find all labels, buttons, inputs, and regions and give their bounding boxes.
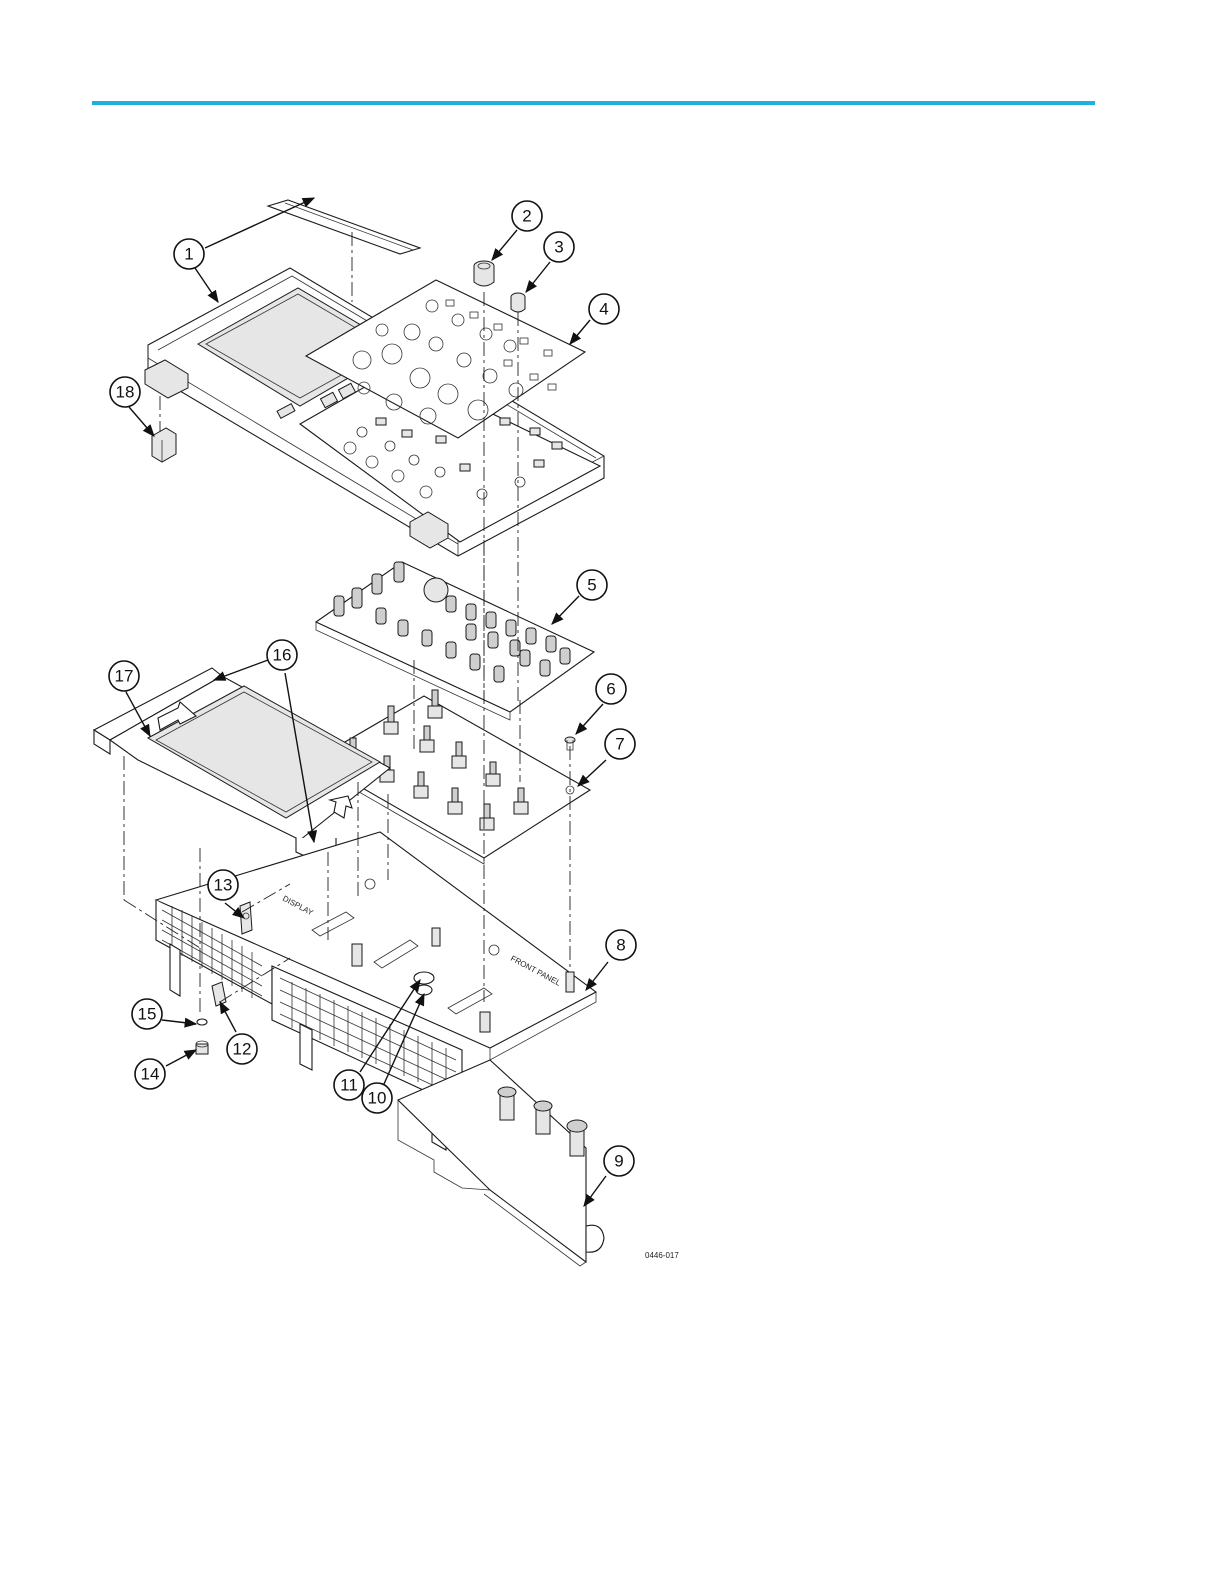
svg-text:16: 16 — [273, 646, 292, 665]
callout-2: 2 — [512, 201, 542, 231]
callout-16: 16 — [267, 640, 297, 670]
svg-text:1: 1 — [184, 245, 193, 264]
svg-text:7: 7 — [615, 735, 624, 754]
callout-6: 6 — [596, 674, 626, 704]
knob-small — [511, 293, 525, 312]
figure-id: 0446-017 — [645, 1251, 679, 1260]
svg-text:6: 6 — [606, 680, 615, 699]
svg-text:14: 14 — [141, 1065, 160, 1084]
display-module — [94, 668, 390, 862]
foot — [152, 428, 176, 462]
callout-5: 5 — [577, 570, 607, 600]
callout-1: 1 — [174, 239, 204, 269]
callout-17: 17 — [109, 661, 139, 691]
svg-text:12: 12 — [233, 1040, 252, 1059]
svg-text:4: 4 — [599, 300, 608, 319]
svg-text:11: 11 — [340, 1076, 358, 1095]
svg-text:3: 3 — [554, 238, 563, 257]
front-case — [145, 268, 604, 556]
callout-4: 4 — [589, 294, 619, 324]
svg-text:18: 18 — [116, 383, 135, 402]
svg-text:2: 2 — [522, 207, 531, 226]
callout-11: 11 — [334, 1070, 364, 1100]
svg-text:17: 17 — [115, 667, 134, 686]
svg-text:8: 8 — [616, 936, 625, 955]
knob-large — [474, 261, 494, 286]
svg-text:5: 5 — [587, 576, 596, 595]
callout-3: 3 — [544, 232, 574, 262]
svg-text:13: 13 — [214, 876, 233, 895]
callout-9: 9 — [604, 1146, 634, 1176]
svg-text:15: 15 — [138, 1005, 157, 1024]
svg-text:9: 9 — [614, 1152, 623, 1171]
callout-18: 18 — [110, 377, 140, 407]
callout-14: 14 — [135, 1059, 165, 1089]
callout-7: 7 — [605, 729, 635, 759]
callout-13: 13 — [208, 870, 238, 900]
acquisition-board — [398, 1060, 604, 1266]
callout-10: 10 — [362, 1083, 392, 1113]
keypad — [316, 562, 594, 720]
svg-text:10: 10 — [368, 1089, 387, 1108]
callout-15: 15 — [132, 999, 162, 1029]
callout-12: 12 — [227, 1034, 257, 1064]
callout-8: 8 — [606, 930, 636, 960]
